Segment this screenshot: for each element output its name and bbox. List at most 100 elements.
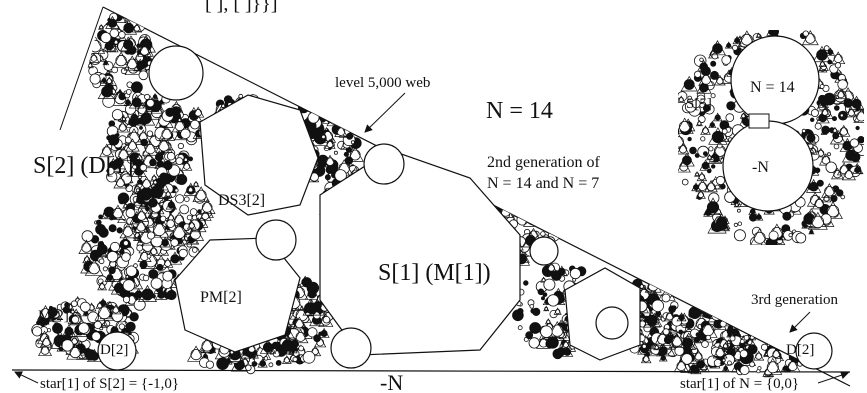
web-cell [140, 164, 147, 171]
web-cell [788, 362, 797, 371]
web-cell [699, 174, 705, 180]
web-cell [703, 152, 707, 156]
web-cell [152, 294, 156, 298]
web-cell [127, 59, 137, 69]
web-cell [707, 183, 715, 191]
web-cell [121, 68, 126, 73]
label-pm2: PM[2] [200, 289, 242, 306]
web-cell [149, 199, 158, 208]
web-cell [716, 217, 726, 227]
web-cell [119, 198, 125, 204]
web-cell [682, 156, 691, 165]
web-cell [547, 221, 558, 232]
web-cell [326, 107, 337, 118]
web-cell [696, 333, 700, 337]
web-cell [166, 108, 174, 116]
web-cell [85, 350, 96, 361]
web-cell [308, 105, 313, 110]
web-cell [732, 318, 736, 322]
web-cell [740, 350, 748, 358]
web-cell [303, 351, 315, 363]
web-cell [94, 321, 101, 328]
web-triangle [545, 216, 556, 226]
web-cell [147, 254, 151, 258]
web-cell [124, 23, 134, 33]
web-cell [264, 357, 268, 361]
web-cell [177, 174, 187, 184]
web-cell [712, 53, 718, 59]
web-cell [119, 324, 125, 330]
web-cell [735, 38, 740, 43]
web-cell [308, 290, 316, 298]
web-cell [178, 143, 183, 148]
web-cell [720, 311, 729, 320]
web-cell [840, 114, 843, 117]
web-cell [769, 231, 778, 240]
web-cell [507, 200, 513, 206]
web-cell [857, 112, 866, 121]
top-clipped-caption: [ ], [ ]}}] [205, 0, 278, 15]
web-cell [541, 221, 546, 226]
web-cell [196, 190, 206, 200]
web-cell [125, 137, 131, 143]
web-cell [126, 89, 131, 94]
web-cell [167, 290, 176, 299]
web-cell [162, 240, 169, 247]
web-cell [97, 244, 107, 254]
web-cell [717, 78, 724, 85]
web-cell [217, 358, 229, 370]
web-cell [239, 94, 243, 98]
web-cell [522, 212, 526, 216]
web-triangle [330, 111, 343, 123]
web-cell [750, 362, 755, 367]
web-cell [99, 259, 104, 264]
web-cell [332, 113, 340, 121]
web-cell [347, 121, 355, 129]
web-cell [716, 176, 724, 184]
web-cell [202, 203, 212, 213]
web-cell [139, 71, 148, 80]
web-cell [734, 230, 745, 241]
label-second-gen: 2nd generation of [487, 154, 601, 171]
web-cell [850, 139, 858, 147]
web-cell [351, 141, 354, 144]
web-cell [796, 233, 806, 243]
web-cell [533, 213, 539, 219]
web-cell [845, 171, 853, 179]
web-cell [688, 137, 692, 141]
web-cell [518, 326, 522, 330]
web-cell [344, 152, 348, 156]
level-web-arrow [365, 93, 405, 132]
web-cell [246, 365, 252, 371]
web-cell [527, 203, 533, 209]
web-cell [123, 280, 134, 291]
web-cell [157, 264, 163, 270]
web-cell [105, 42, 113, 50]
web-cell [179, 249, 187, 257]
web-cell [167, 220, 175, 228]
web-cell [116, 179, 124, 187]
inset-label-minus-n: -N [752, 159, 769, 176]
web-cell [727, 361, 731, 365]
web-triangle [725, 312, 736, 322]
web-cell [110, 242, 119, 251]
label-m2: M[2] [38, 308, 69, 324]
star-left-arrow [15, 372, 38, 383]
web-cell [715, 115, 720, 120]
web-cell [750, 209, 755, 214]
web-cell [727, 314, 734, 321]
web-cell [757, 215, 762, 220]
web-cell [107, 251, 118, 262]
web-cell [542, 221, 549, 228]
web-cell [99, 215, 103, 219]
web-cell [140, 261, 147, 268]
web-cell [319, 332, 322, 335]
web-cell [538, 289, 544, 295]
web-cell [117, 228, 122, 233]
star-right-arrow [818, 373, 848, 383]
web-cell [132, 98, 141, 107]
web-cell [296, 332, 305, 341]
web-cell [701, 137, 705, 141]
web-cell [47, 329, 50, 332]
web-cell [851, 153, 860, 162]
